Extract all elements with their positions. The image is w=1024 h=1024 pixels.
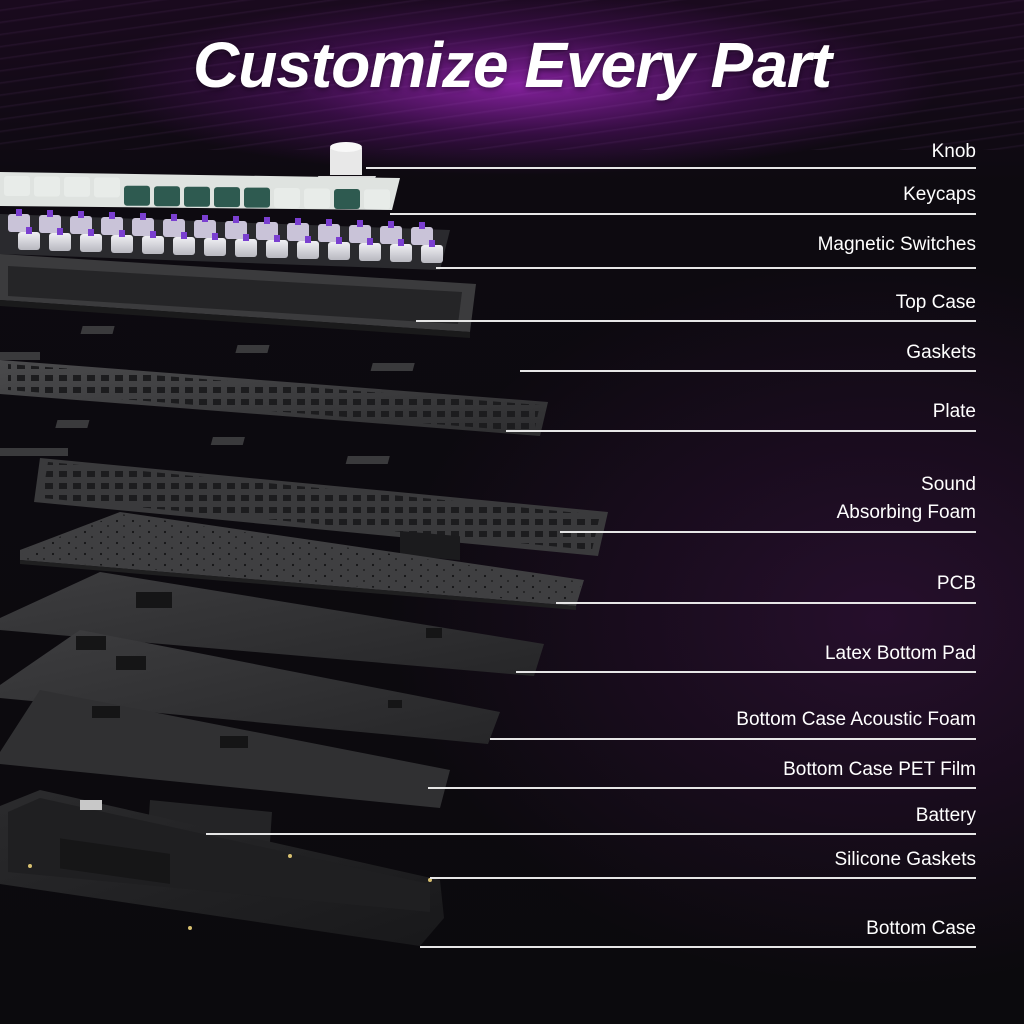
keycap bbox=[64, 176, 90, 197]
part-label-silicone-gaskets: Silicone Gaskets bbox=[834, 849, 976, 870]
magnetic-switch bbox=[173, 232, 195, 255]
magnetic-switch bbox=[266, 235, 288, 258]
magnetic-switch bbox=[18, 227, 40, 250]
magnetic-switch bbox=[328, 237, 350, 260]
leader-line-silicone-gaskets bbox=[430, 877, 976, 879]
sound-absorbing-foam-part bbox=[34, 458, 608, 561]
magnetic-switch bbox=[80, 229, 102, 252]
keycap bbox=[94, 177, 120, 198]
keycap bbox=[124, 185, 150, 206]
part-label-sound-absorbing-foam: Sound Absorbing Foam bbox=[776, 471, 976, 527]
part-label-keycaps: Keycaps bbox=[903, 184, 976, 205]
part-label-bottom-case: Bottom Case bbox=[866, 918, 976, 939]
magnetic-switch bbox=[8, 209, 30, 232]
part-label-gaskets: Gaskets bbox=[906, 342, 976, 363]
magnetic-switch bbox=[204, 233, 226, 256]
top-case-part bbox=[0, 254, 476, 338]
part-label-knob: Knob bbox=[931, 141, 976, 162]
leader-line-pcb bbox=[556, 602, 976, 604]
magnetic-switch bbox=[256, 217, 278, 240]
switches-part bbox=[0, 209, 450, 270]
leader-line-bottom-case bbox=[420, 946, 976, 948]
sound-foam-line-2: Absorbing Foam bbox=[836, 502, 976, 523]
magnetic-switch bbox=[225, 216, 247, 239]
keycaps-part bbox=[0, 172, 400, 210]
keycap bbox=[154, 186, 180, 207]
leader-line-bottom-case-pet-film bbox=[428, 787, 976, 789]
magnetic-switch bbox=[421, 240, 443, 263]
keycap bbox=[274, 188, 300, 209]
leader-line-bottom-case-acoustic-foam bbox=[490, 738, 976, 740]
magnetic-switch bbox=[101, 212, 123, 235]
magnetic-switch bbox=[359, 238, 381, 261]
keycap bbox=[304, 188, 330, 209]
keycap bbox=[34, 176, 60, 197]
magnetic-switch bbox=[39, 210, 61, 233]
part-label-top-case: Top Case bbox=[895, 292, 976, 313]
part-label-latex-bottom-pad: Latex Bottom Pad bbox=[824, 643, 976, 664]
magnetic-switch bbox=[235, 234, 257, 257]
part-label-bottom-case-pet-film: Bottom Case PET Film bbox=[783, 759, 976, 780]
bottom-case-pet-film-part bbox=[0, 690, 450, 808]
magnetic-switch bbox=[297, 236, 319, 259]
part-label-magnetic-switches: Magnetic Switches bbox=[817, 234, 976, 255]
magnetic-switch bbox=[390, 239, 412, 262]
keycap bbox=[364, 189, 390, 210]
magnetic-switch bbox=[349, 220, 371, 243]
magnetic-switch bbox=[49, 228, 71, 251]
leader-line-keycaps bbox=[390, 213, 976, 215]
leader-line-sound-absorbing-foam bbox=[560, 531, 976, 533]
magnetic-switch bbox=[318, 219, 340, 242]
magnetic-switch bbox=[142, 231, 164, 254]
magnetic-switch bbox=[132, 213, 154, 236]
part-label-bottom-case-acoustic-foam: Bottom Case Acoustic Foam bbox=[736, 709, 976, 730]
magnetic-switch bbox=[411, 222, 433, 245]
bottom-case-part bbox=[0, 790, 444, 946]
part-label-plate: Plate bbox=[932, 401, 976, 422]
keycap bbox=[244, 187, 270, 208]
pcb-part bbox=[20, 512, 584, 610]
keycap bbox=[214, 187, 240, 208]
keycap bbox=[334, 188, 360, 209]
part-label-battery: Battery bbox=[915, 805, 976, 826]
sound-foam-line-1: Sound bbox=[921, 474, 976, 495]
leader-line-knob bbox=[366, 167, 976, 169]
magnetic-switch bbox=[163, 214, 185, 237]
leader-line-gaskets bbox=[520, 370, 976, 372]
leader-line-magnetic-switches bbox=[436, 267, 976, 269]
magnetic-switch bbox=[111, 230, 133, 253]
part-label-pcb: PCB bbox=[936, 573, 976, 594]
gaskets-part bbox=[0, 326, 415, 464]
bottom-case-acoustic-foam-part bbox=[0, 630, 500, 744]
leader-line-latex-bottom-pad bbox=[516, 671, 976, 673]
headline: Customize Every Part bbox=[192, 29, 832, 101]
magnetic-switch bbox=[287, 218, 309, 241]
magnetic-switch bbox=[380, 221, 402, 244]
leader-line-plate bbox=[506, 430, 976, 432]
magnetic-switch bbox=[70, 211, 92, 234]
plate-part bbox=[0, 360, 548, 436]
magnetic-switch bbox=[194, 215, 216, 238]
keycap bbox=[184, 186, 210, 207]
latex-bottom-pad-part bbox=[0, 572, 544, 676]
keycap bbox=[4, 176, 30, 196]
leader-line-battery bbox=[206, 833, 976, 835]
leader-line-top-case bbox=[416, 320, 976, 322]
